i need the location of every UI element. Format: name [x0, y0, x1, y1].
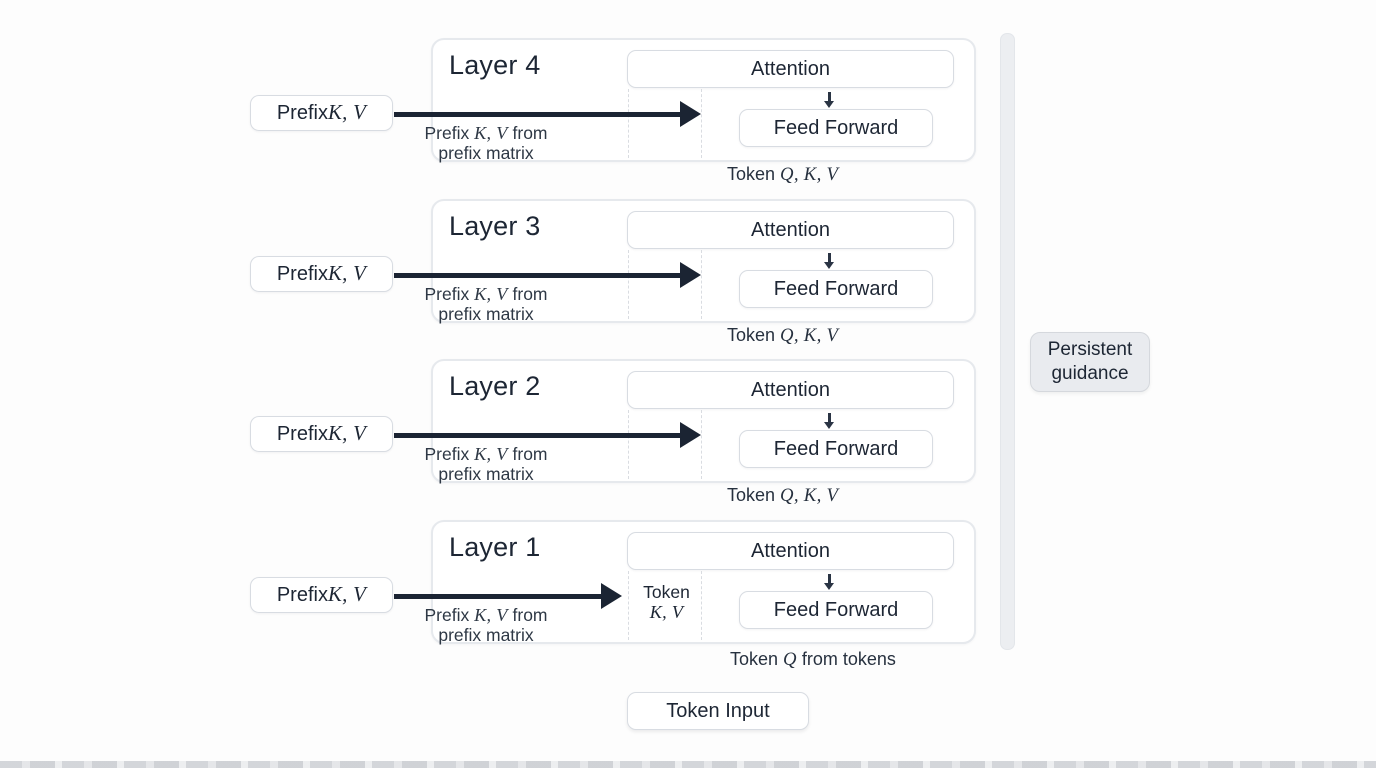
math-kv: K, V	[649, 602, 684, 622]
prefix-slot-dash-right	[701, 571, 702, 640]
layer-1-feedforward-box: Feed Forward	[739, 591, 933, 629]
token-kv-slot-label: Token K, V	[643, 582, 690, 622]
attention-to-feedforward-arrow	[824, 574, 835, 590]
feedforward-label: Feed Forward	[773, 598, 899, 621]
layer-1-title: Layer 1	[449, 532, 541, 562]
feedforward-label: Feed Forward	[773, 277, 899, 300]
attention-to-feedforward-arrow	[824, 253, 835, 269]
layer-4-prefix-kv-box: Prefix K, V	[250, 95, 393, 131]
feedforward-label: Feed Forward	[773, 437, 899, 460]
prefix-arrow-label-l3: Prefix K, V from prefix matrix	[424, 284, 548, 324]
prefix-slot-dash-right	[701, 410, 702, 479]
prefix-slot-dash-left	[628, 571, 629, 640]
prefix-arrow-label-l4: Prefix K, V from prefix matrix	[424, 123, 548, 163]
token-input-box: Token Input	[627, 692, 809, 730]
token-qkv-label-gap-12: Token Q, K, V	[727, 485, 839, 506]
token-input-label: Token Input	[666, 699, 770, 722]
math-kv: K, V	[327, 583, 367, 606]
attention-to-feedforward-arrow	[824, 413, 835, 429]
prefix-slot-dash-right	[701, 250, 702, 319]
layer-1-attention-box: Attention	[627, 532, 954, 570]
prefix-slot-dash-left	[628, 89, 629, 158]
prefix-arrow-label-l2: Prefix K, V from prefix matrix	[424, 444, 548, 484]
layer-2-title: Layer 2	[449, 371, 541, 401]
layer-4-attention-box: Attention	[627, 50, 954, 88]
persistent-guidance-label: Persistent guidance	[1030, 332, 1150, 392]
token-qkv-label-gap-23: Token Q, K, V	[727, 325, 839, 346]
layer-4-feedforward-box: Feed Forward	[739, 109, 933, 147]
layer-3-feedforward-box: Feed Forward	[739, 270, 933, 308]
token-q-from-tokens-label: Token Q from tokens	[730, 649, 896, 670]
attention-label: Attention	[751, 539, 830, 562]
layer-4-title: Layer 4	[449, 50, 541, 80]
layer-3-box: Layer 3 Attention Feed Forward Prefix K,…	[250, 199, 976, 324]
attention-to-feedforward-arrow	[824, 92, 835, 108]
math-kv: K, V	[327, 422, 367, 445]
layer-2-box: Layer 2 Attention Feed Forward Prefix K,…	[250, 359, 976, 484]
persistent-guidance-bar	[1000, 33, 1015, 650]
layer-2-feedforward-box: Feed Forward	[739, 430, 933, 468]
attention-label: Attention	[751, 218, 830, 241]
prefix-slot-dash-left	[628, 410, 629, 479]
layer-2-prefix-kv-box: Prefix K, V	[250, 416, 393, 452]
layer-4-box: Layer 4 Attention Feed Forward Prefix K,…	[250, 38, 976, 163]
math-kv: K, V	[327, 101, 367, 124]
token-qkv-label-gap-34: Token Q, K, V	[727, 164, 839, 185]
prefix-slot-dash-right	[701, 89, 702, 158]
layer-3-prefix-kv-box: Prefix K, V	[250, 256, 393, 292]
layer-1-prefix-kv-box: Prefix K, V	[250, 577, 393, 613]
prefix-arrow-label-l1: Prefix K, V from prefix matrix	[424, 605, 548, 645]
layer-1-box: Layer 1 Attention Feed Forward Token K, …	[250, 520, 976, 645]
math-kv: K, V	[327, 262, 367, 285]
bottom-edge-artifact	[0, 761, 1376, 768]
feedforward-label: Feed Forward	[773, 116, 899, 139]
prefix-slot-dash-left	[628, 250, 629, 319]
attention-label: Attention	[751, 57, 830, 80]
attention-label: Attention	[751, 378, 830, 401]
layer-3-title: Layer 3	[449, 211, 541, 241]
layer-3-attention-box: Attention	[627, 211, 954, 249]
layer-2-attention-box: Attention	[627, 371, 954, 409]
